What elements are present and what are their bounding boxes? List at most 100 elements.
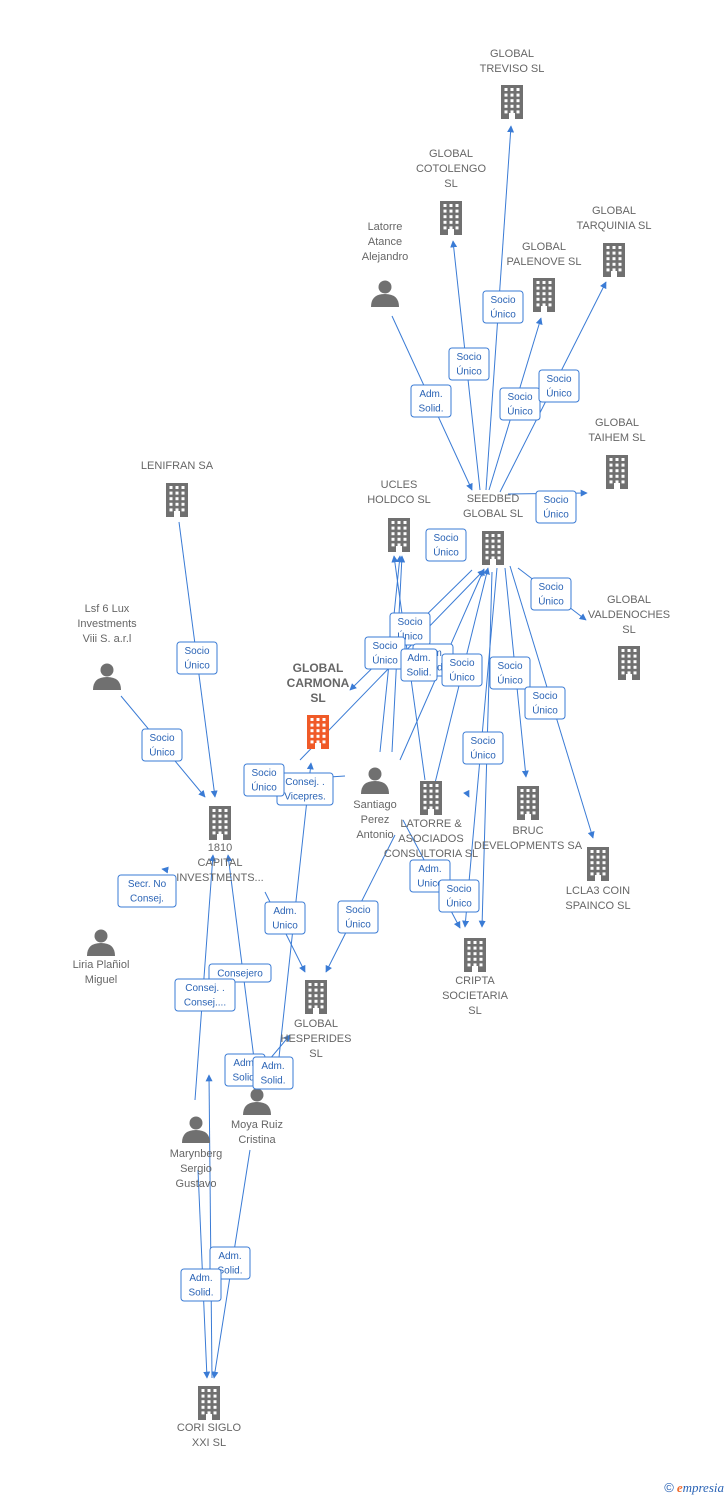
node-label: SL xyxy=(444,178,457,190)
badge-label: Unico xyxy=(272,921,298,932)
badge-label: Único xyxy=(433,546,459,559)
relation-badge[interactable]: Consejero xyxy=(208,963,272,983)
relation-badge[interactable]: Secr. No Consej. xyxy=(117,874,177,908)
badge-label: Solid. xyxy=(418,404,443,415)
badge-label: Adm. xyxy=(261,1061,284,1072)
building-icon xyxy=(603,243,625,277)
relation-badge[interactable]: Consej. .Consej.... xyxy=(174,978,236,1012)
building-icon xyxy=(606,455,628,489)
badge-label: Solid. xyxy=(217,1266,242,1277)
badge-label: Socio xyxy=(497,661,522,672)
node-valdenoches[interactable]: GLOBAL VALDENOCHES SL xyxy=(588,594,670,680)
node-label: GLOBAL xyxy=(607,594,651,606)
node-label: SL xyxy=(309,1048,322,1060)
node-label: SOCIETARIA xyxy=(442,990,508,1002)
badge-label: Único xyxy=(184,659,210,672)
relation-badge[interactable]: Consej. .Vicepres. xyxy=(276,772,334,806)
badge-label: Único xyxy=(446,897,472,910)
edge-line xyxy=(463,789,470,798)
node-label: GLOBAL xyxy=(592,205,636,217)
badge-label: Único xyxy=(497,674,523,687)
node-label: Santiago xyxy=(353,799,396,811)
relation-badge[interactable]: Adm.Solid. xyxy=(400,648,438,682)
node-label: GLOBAL SL xyxy=(463,508,523,520)
node-label: DEVELOPMENTS SA xyxy=(474,840,583,852)
node-label: SL xyxy=(468,1005,481,1017)
node-label: GLOBAL xyxy=(595,417,639,429)
building-icon xyxy=(440,201,462,235)
relation-badge[interactable]: Adm.Solid. xyxy=(252,1056,294,1090)
badge-label: Socio xyxy=(184,646,209,657)
building-icon xyxy=(618,646,640,680)
node-label: SEEDBED xyxy=(467,493,520,505)
node-label: Atance xyxy=(368,236,402,248)
badge-label: Adm. xyxy=(418,864,441,875)
building-icon xyxy=(198,1386,220,1420)
brand-footer[interactable]: ©empresia xyxy=(664,1480,724,1496)
edge-line xyxy=(205,1074,213,1379)
node-lenifran[interactable]: LENIFRAN SA xyxy=(141,460,214,517)
relation-badge[interactable]: Adm.Unico xyxy=(264,901,306,935)
node-label: Liria Plañiol xyxy=(73,959,130,971)
badge-label: Socio xyxy=(538,582,563,593)
badge-label: Único xyxy=(546,387,572,400)
node-label: GLOBAL xyxy=(294,1018,338,1030)
node-capital1810[interactable]: 1810CAPITALINVESTMENTS... xyxy=(176,806,264,884)
badge-label: Secr. No xyxy=(128,879,167,890)
badge-label: Único xyxy=(507,405,533,418)
badge-label: Solid. xyxy=(232,1073,257,1084)
edge-line xyxy=(194,854,217,1101)
node-label: INVESTMENTS... xyxy=(176,872,263,884)
node-label: SL xyxy=(622,624,635,636)
relation-badge[interactable]: Adm.Solid. xyxy=(180,1268,222,1302)
badge-label: Consej.... xyxy=(184,998,226,1009)
node-seedbed[interactable]: SEEDBED GLOBAL SL xyxy=(463,493,523,565)
building-icon xyxy=(501,85,523,119)
brand-name: mpresia xyxy=(682,1480,724,1495)
node-label: CONSULTORIA SL xyxy=(384,848,478,860)
node-label: CAPITAL xyxy=(197,857,242,869)
badge-label: Único xyxy=(470,749,496,762)
badge-label: Único xyxy=(149,746,175,759)
relation-badge[interactable]: Adm. Solid. xyxy=(410,384,452,418)
node-label: VALDENOCHES xyxy=(588,609,670,621)
badge-label: Consej. xyxy=(130,894,164,905)
badge-label: Adm. xyxy=(419,389,442,400)
